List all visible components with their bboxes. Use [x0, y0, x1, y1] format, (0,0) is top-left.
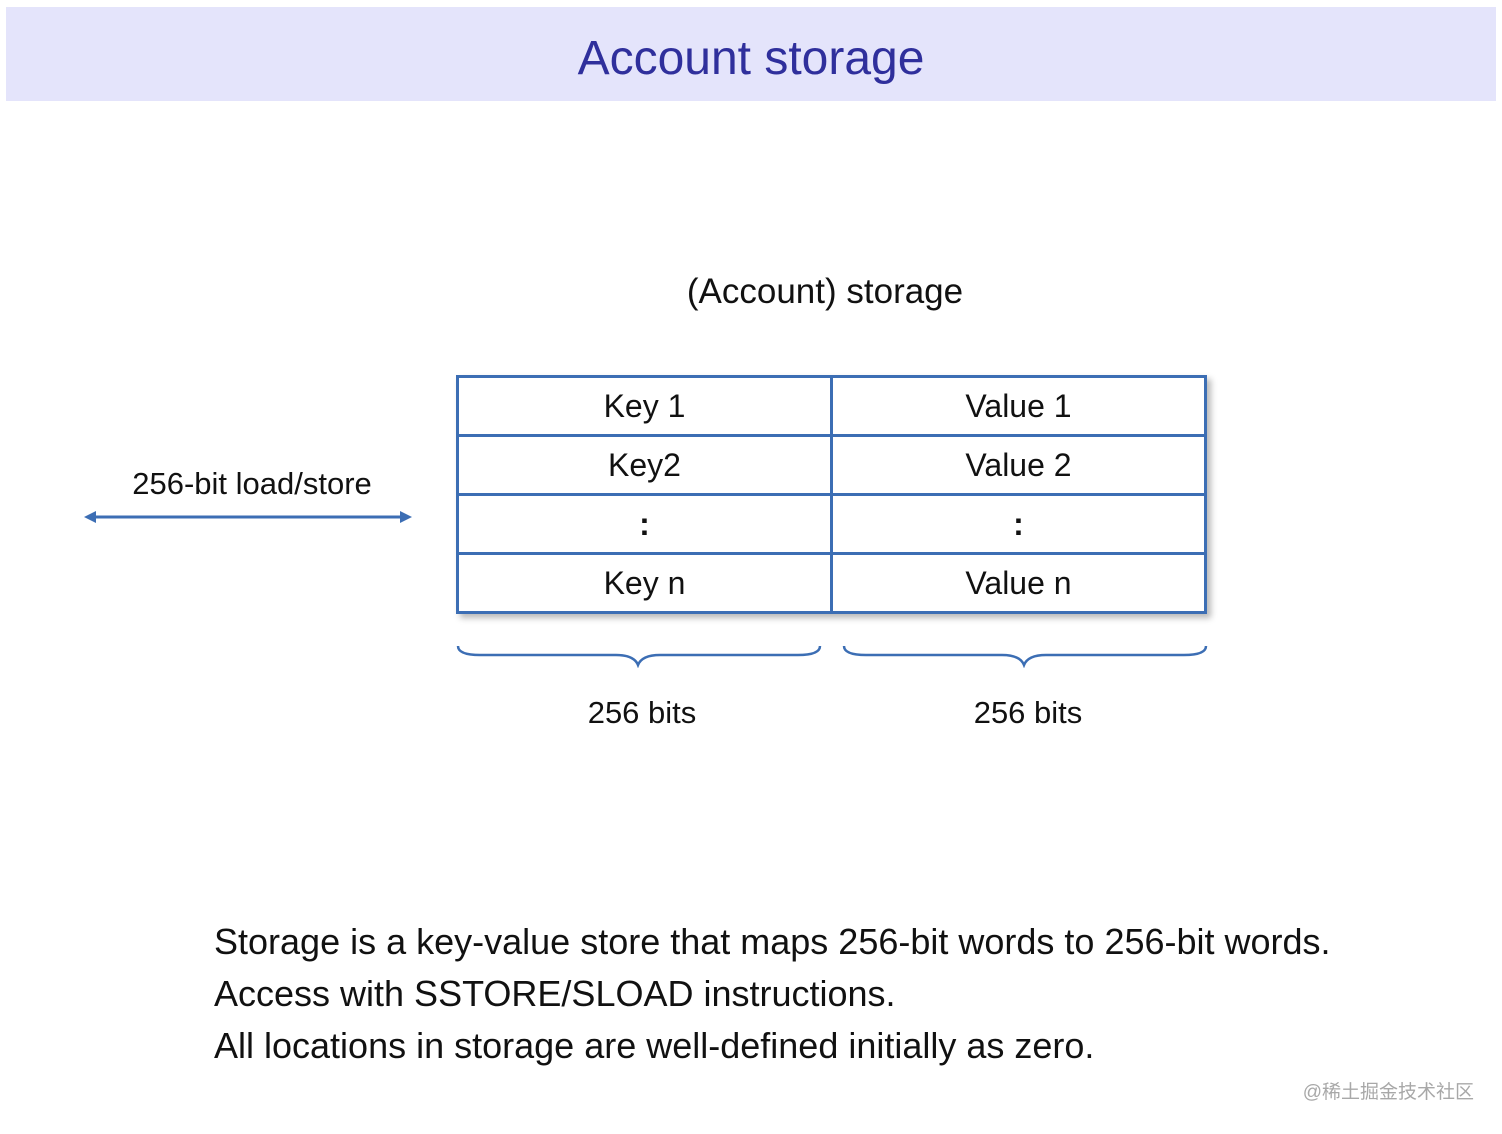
description-line: Storage is a key-value store that maps 2… — [214, 921, 1331, 962]
double-arrow-icon — [84, 511, 412, 523]
arrow-label: 256-bit load/store — [132, 466, 372, 501]
diagram-title: (Account) storage — [686, 272, 964, 311]
page-title: Account storage — [577, 32, 925, 85]
value-brace-icon — [842, 645, 1208, 668]
key-cell: Key 1 — [456, 375, 833, 437]
description-line: Access with SSTORE/SLOAD instructions. — [214, 973, 896, 1014]
watermark: @稀土掘金技术社区 — [1302, 1082, 1474, 1103]
key-cell: : — [456, 493, 833, 555]
description: Storage is a key-value store that maps 2… — [214, 916, 1434, 1072]
key-brace-icon — [456, 645, 822, 668]
key-cell: Key2 — [456, 434, 833, 496]
value-cell: Value 1 — [830, 375, 1207, 437]
table-row: Key n Value n — [456, 552, 1207, 614]
key-bits-label: 256 bits — [587, 695, 697, 730]
key-cell: Key n — [456, 552, 833, 614]
table-row: : : — [456, 493, 1207, 555]
value-cell: Value 2 — [830, 434, 1207, 496]
description-line: All locations in storage are well-define… — [214, 1025, 1095, 1066]
value-cell: Value n — [830, 552, 1207, 614]
table-row: Key2 Value 2 — [456, 434, 1207, 496]
table-row: Key 1 Value 1 — [456, 375, 1207, 437]
title-bar: Account storage — [6, 7, 1496, 101]
value-cell: : — [830, 493, 1207, 555]
value-bits-label: 256 bits — [973, 695, 1083, 730]
storage-table: Key 1 Value 1 Key2 Value 2 : : Key n Val… — [456, 375, 1207, 614]
